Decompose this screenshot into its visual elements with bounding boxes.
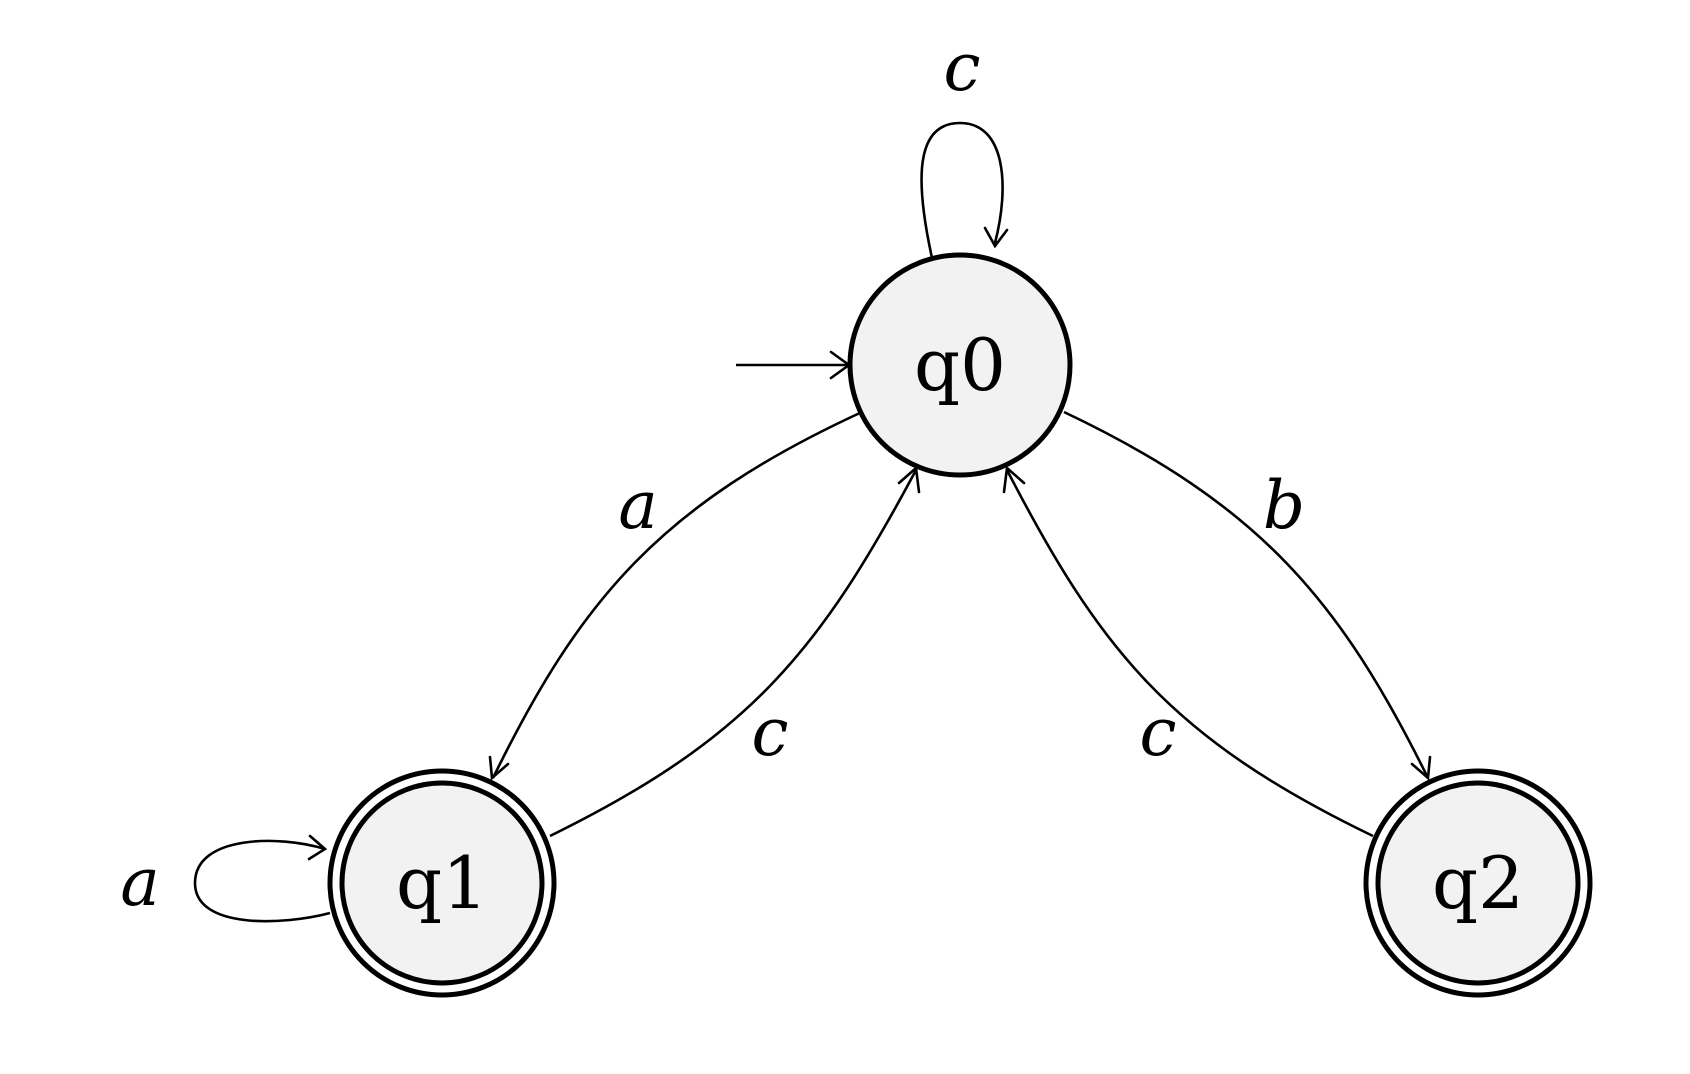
edge-q1-q0	[549, 469, 918, 838]
edge-q0-q1	[491, 410, 863, 779]
state-q1-label: q1	[396, 841, 488, 925]
label-q0-q0: c	[944, 29, 981, 106]
state-q0: q0	[847, 252, 1073, 478]
state-q0-label: q0	[914, 323, 1006, 407]
arrowhead-q1-q1	[307, 834, 328, 861]
label-q1-q1: a	[120, 844, 159, 921]
arrowhead-q0-q1	[488, 755, 510, 781]
edge-q2-q0	[1005, 469, 1374, 838]
edge-q0-q2	[1063, 410, 1430, 779]
state-q1: q1	[327, 768, 557, 998]
label-q1-q0: c	[752, 694, 789, 771]
arrowhead-q2-q0	[1002, 465, 1026, 494]
arrowhead-q0-q0	[983, 226, 1009, 249]
label-q0-q1: a	[618, 467, 657, 544]
arrowhead-q0-q2	[1410, 755, 1432, 781]
state-q2: q2	[1363, 768, 1593, 998]
label-q0-q2: b	[1263, 467, 1305, 544]
edge-q0-q0	[920, 121, 1004, 259]
state-q2-label: q2	[1432, 841, 1524, 925]
arrowhead-q1-q0	[897, 465, 921, 494]
label-q2-q0: c	[1140, 694, 1177, 771]
edge-q1-q1	[193, 839, 331, 923]
